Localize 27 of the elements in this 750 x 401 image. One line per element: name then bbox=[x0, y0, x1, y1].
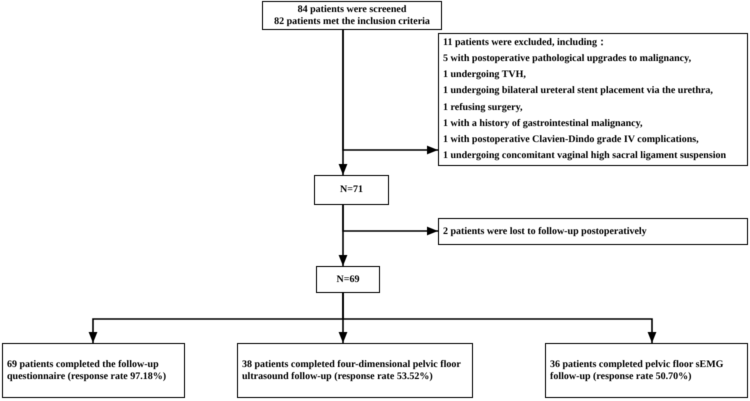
arrow bbox=[342, 205, 438, 236]
box-text: 38 patients completed four-dimensional pelvic floor ultrasound follow-up (response rate 53.52%) bbox=[242, 358, 462, 382]
box-text: 5 with postoperative pathological upgrades to malignancy, bbox=[443, 52, 692, 66]
process-box bbox=[314, 175, 389, 205]
process-box bbox=[237, 343, 473, 398]
box-text: 11 patients were excluded, including： bbox=[443, 36, 607, 50]
box-text: 1 with a history of gastrointestinal malignancy, bbox=[443, 116, 643, 131]
arrow bbox=[342, 30, 438, 154]
box-text: 84 patients were screened bbox=[298, 4, 406, 16]
box-text: 36 patients completed pelvic floor sEMG follow-up (response rate 50.70%) bbox=[550, 358, 724, 382]
box-text: 1 undergoing bilateral ureteral stent placement via the urethra, bbox=[443, 84, 713, 98]
box-text: 1 with postoperative Clavien-Dindo grade IV complications, bbox=[443, 132, 699, 147]
box-text: N=71 bbox=[340, 184, 363, 196]
process-box bbox=[545, 343, 748, 398]
process-box bbox=[316, 266, 380, 293]
process-box bbox=[262, 1, 442, 30]
box-text: 82 patients met the inclusion criteria bbox=[274, 16, 430, 28]
box-text: 1 undergoing TVH, bbox=[443, 68, 526, 82]
process-box bbox=[438, 218, 748, 245]
box-text: 1 refusing surgery, bbox=[443, 100, 523, 114]
box-text: 1 undergoing concomitant vaginal high sacral ligament suspension bbox=[443, 149, 726, 164]
arrow bbox=[342, 293, 656, 343]
box-text: 69 patients completed the follow-up questionnaire (response rate 97.18%) bbox=[7, 358, 168, 382]
box-text: 2 patients were lost to follow-up postoperatively bbox=[443, 226, 647, 238]
process-box bbox=[2, 343, 185, 398]
process-box bbox=[438, 33, 748, 166]
box-text: N=69 bbox=[336, 274, 360, 286]
